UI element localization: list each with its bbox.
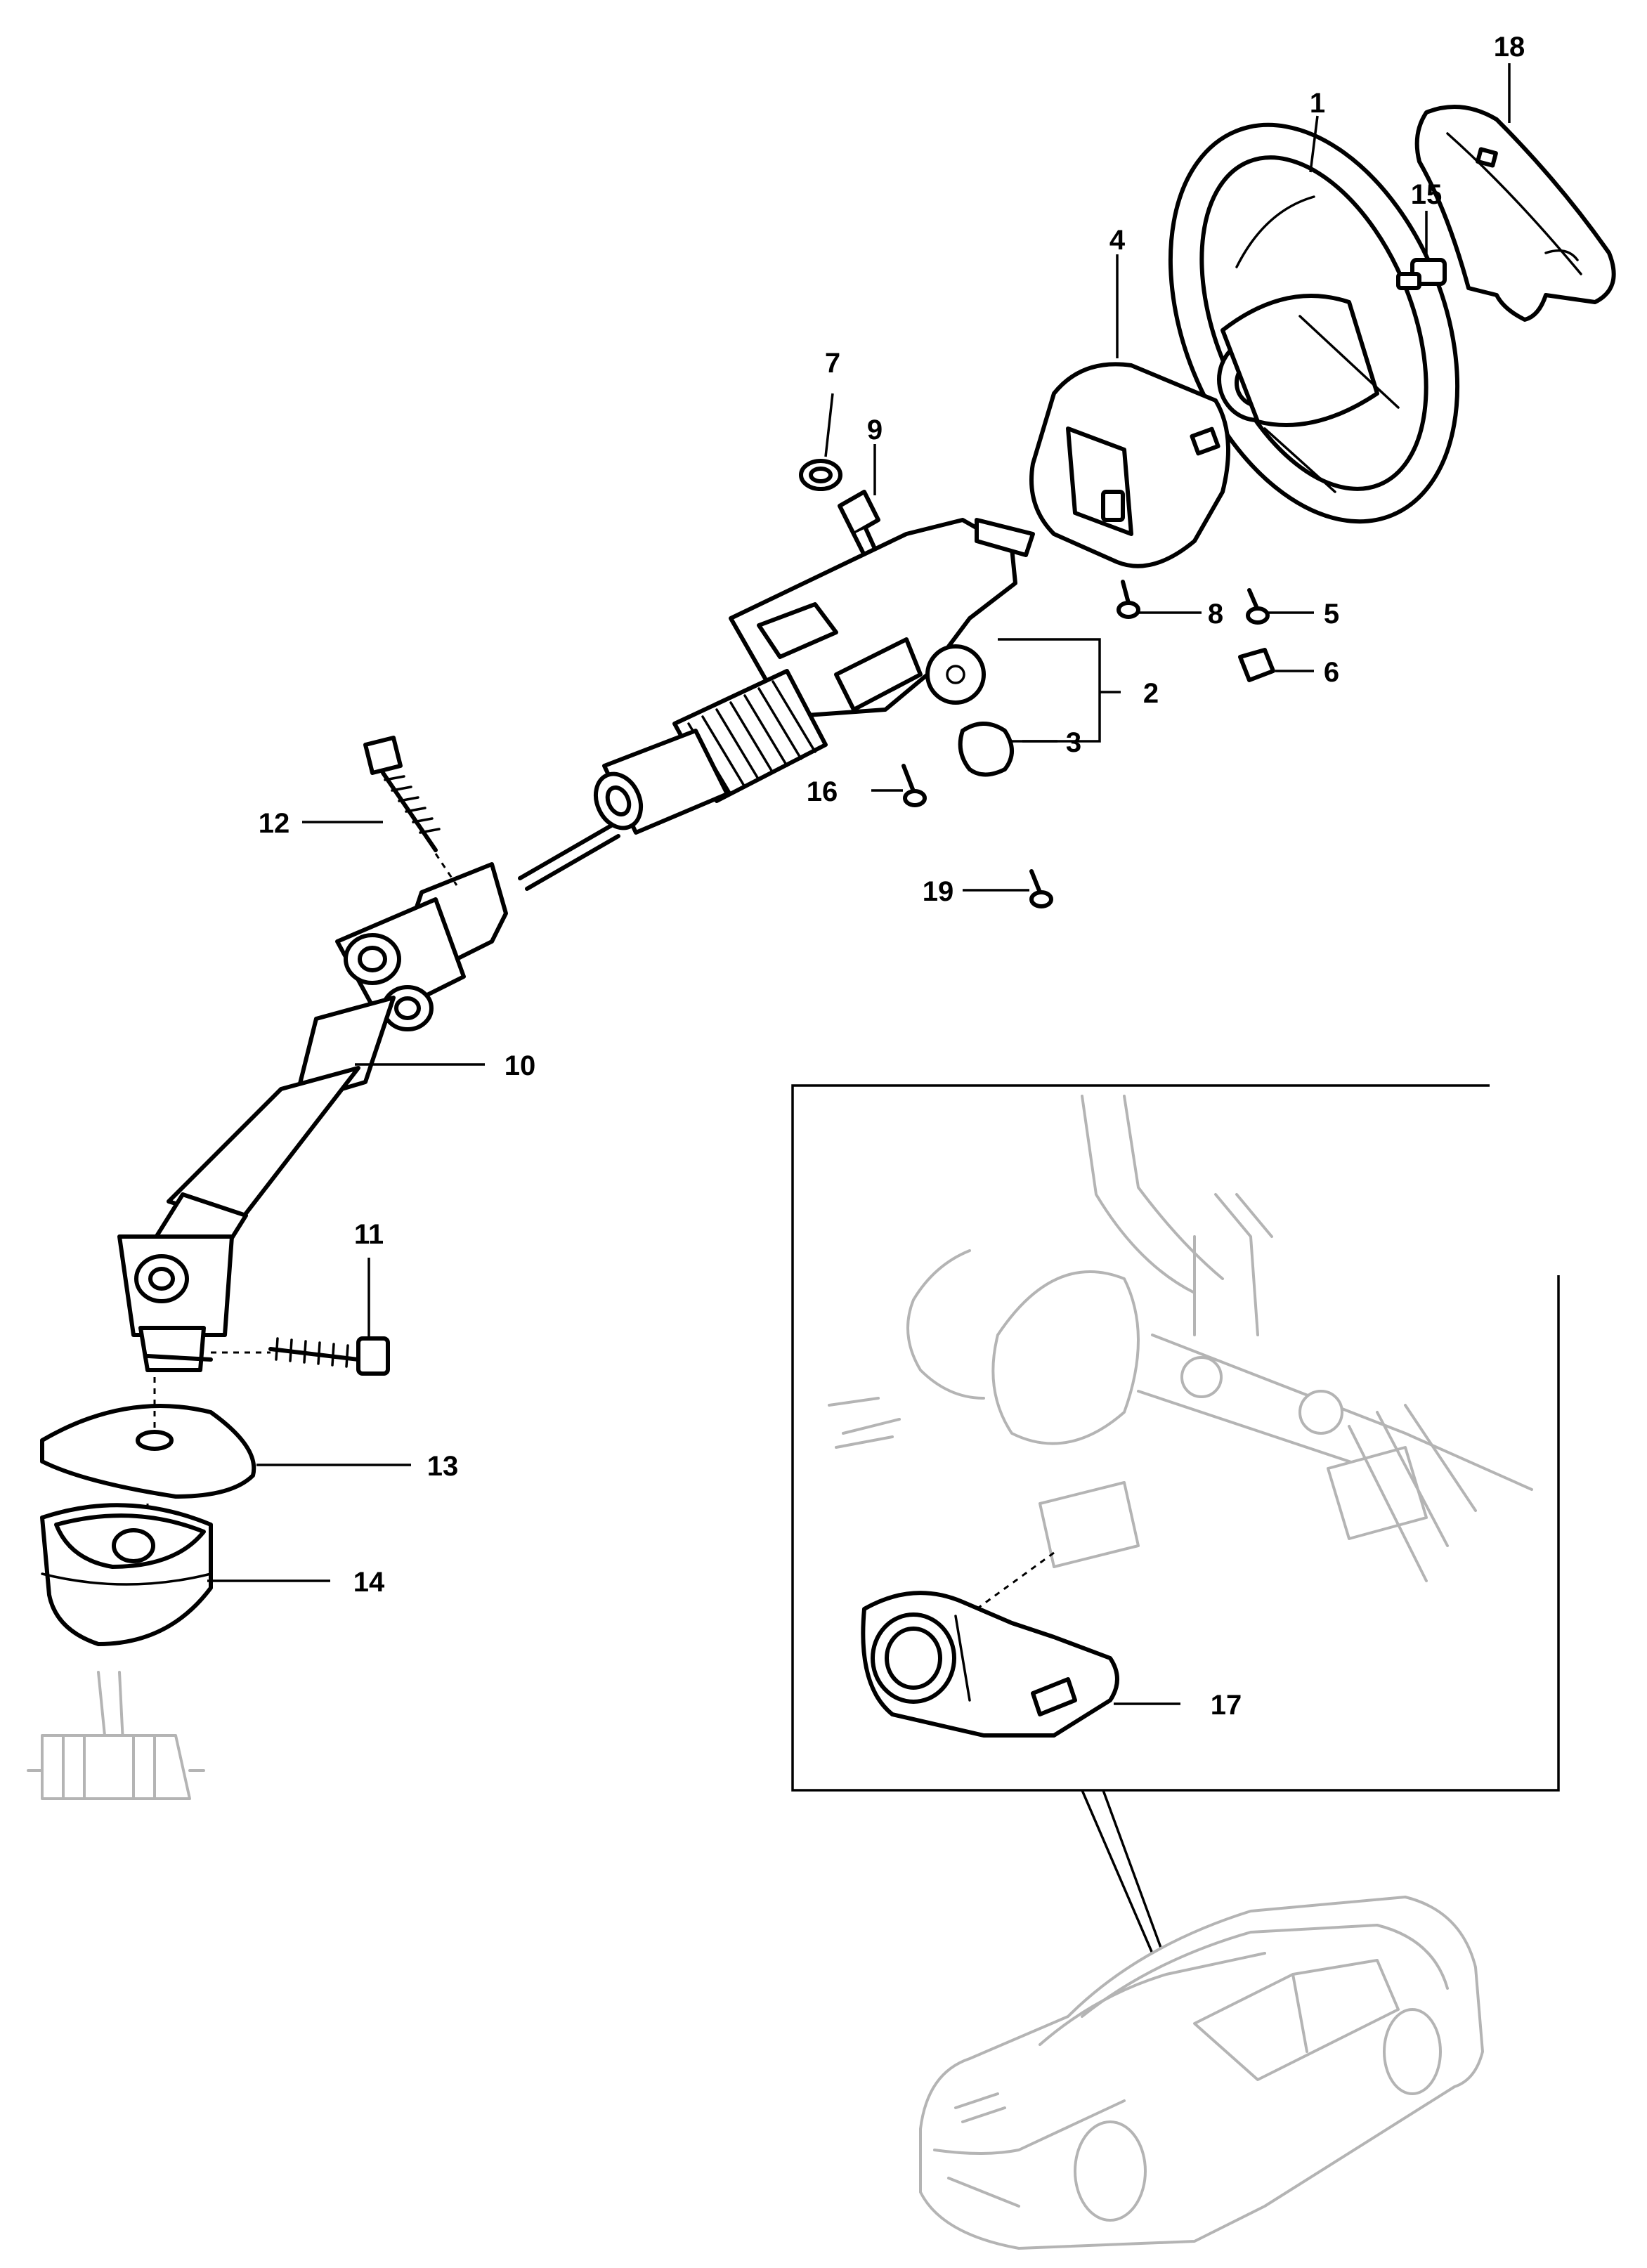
callout-19: 19 — [923, 876, 954, 907]
callout-7: 7 — [825, 348, 840, 379]
callout-16: 16 — [807, 776, 838, 807]
car-silhouette-ghost — [919, 1896, 1484, 2250]
callout-12: 12 — [259, 808, 290, 839]
detail-frame — [791, 1084, 1560, 1954]
callout-6: 6 — [1324, 657, 1339, 688]
callout-1: 1 — [1310, 88, 1325, 119]
callout-14: 14 — [353, 1567, 385, 1598]
callout-4: 4 — [1109, 225, 1126, 256]
callout-10: 10 — [504, 1050, 536, 1081]
steering-column-drawing — [518, 518, 1035, 891]
callout-15: 15 — [1411, 179, 1443, 210]
callout-2: 2 — [1143, 678, 1159, 709]
intermediate-shaft-drawing — [117, 862, 508, 1372]
callout-labels: 1 2 3 4 5 6 7 8 9 10 11 12 13 14 15 16 1… — [259, 32, 1525, 1721]
callout-3: 3 — [1066, 727, 1081, 758]
wheel-nut-drawing — [1396, 258, 1447, 290]
callout-8: 8 — [1208, 599, 1223, 630]
airbag-cover-drawing — [1414, 105, 1616, 322]
callout-9: 9 — [867, 415, 883, 445]
steering-rack-ghost — [27, 1671, 205, 1800]
clamp-bolts-drawing — [211, 736, 458, 1376]
seal-and-boot-drawing — [40, 1377, 256, 1646]
leader-lines — [207, 63, 1511, 1705]
callout-18: 18 — [1494, 32, 1525, 63]
column-shroud-drawing — [1029, 362, 1230, 568]
callout-11: 11 — [354, 1219, 384, 1250]
callout-5: 5 — [1324, 599, 1339, 630]
callout-13: 13 — [427, 1451, 459, 1482]
callout-17: 17 — [1211, 1690, 1242, 1721]
small-fasteners-drawing — [799, 459, 1275, 908]
